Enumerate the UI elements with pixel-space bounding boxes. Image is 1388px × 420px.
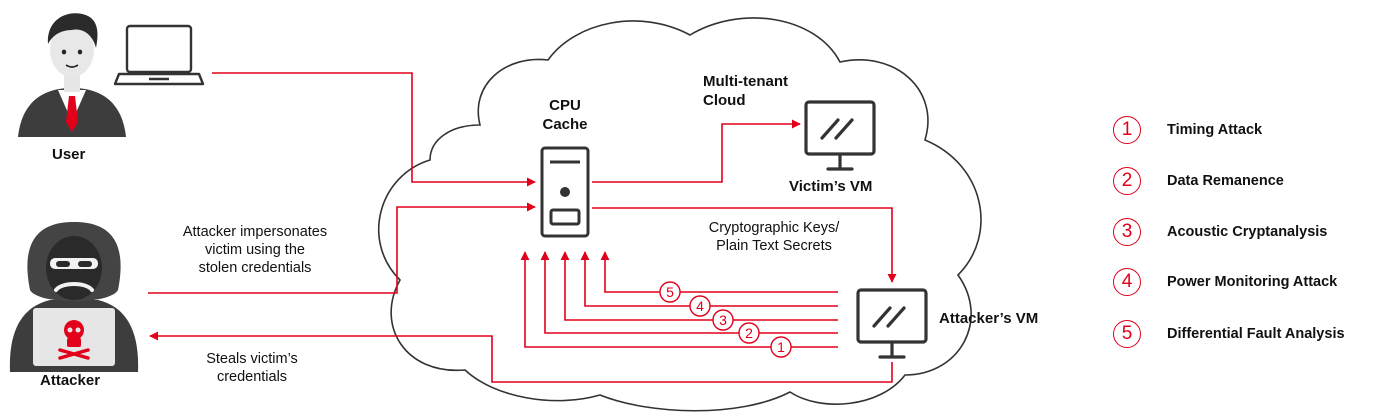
legend-number-5: 5 [1113,320,1141,348]
impersonates-line-1: Attacker impersonates [182,224,328,240]
channel-badge-3: 3 [719,312,727,328]
crypto-keys-label: Cryptographic Keys/ Plain Text Secrets [690,219,858,255]
impersonates-label: Attacker impersonates victim using the s… [160,223,350,277]
legend-label-1: Timing Attack [1167,122,1263,138]
channel-badge-1: 1 [777,339,785,355]
cpu-cache-label: CPU Cache [534,96,596,134]
cpu-server-icon [540,146,590,238]
impersonates-line-3: stolen credentials [198,260,312,276]
legend-number-3: 3 [1113,218,1141,246]
impersonates-line-2: victim using the [205,242,305,258]
user-label: User [52,146,86,163]
user-to-cpu-arrow [212,72,536,187]
channel-badge-4: 4 [696,298,704,314]
steal-credentials-arrow [149,331,893,383]
steals-line-2: credentials [216,369,288,385]
crypto-keys-line-2: Plain Text Secrets [716,238,832,254]
channel-3-line [560,251,838,321]
legend-number-4: 4 [1113,268,1141,296]
multi-tenant-cloud-line-1: Multi-tenant [703,73,788,90]
legend-label-3: Acoustic Cryptanalysis [1167,224,1328,240]
crypto-keys-line-1: Cryptographic Keys/ [708,220,840,236]
legend-item-2: 2 Data Remanence [1113,164,1284,198]
impersonation-arrow [148,202,536,294]
channel-badge-5: 5 [666,284,674,300]
legend-item-4: 4 Power Monitoring Attack [1113,265,1337,299]
legend-label-2: Data Remanence [1167,173,1284,189]
steals-label: Steals victim’s credentials [182,350,322,386]
legend-number-2: 2 [1113,167,1141,195]
legend-number-1: 1 [1113,116,1141,144]
channel-5-line [600,251,838,293]
multi-tenant-cloud-line-2: Cloud [703,92,746,109]
laptop-icon [113,24,205,86]
cloud-outline [377,17,982,412]
channel-badge-2: 2 [745,325,753,341]
attacker-icon [9,222,139,372]
victims-vm-label: Victim’s VM [789,178,873,195]
attacker-label: Attacker [40,372,101,389]
legend-item-3: 3 Acoustic Cryptanalysis [1113,215,1327,249]
legend-label-5: Differential Fault Analysis [1167,326,1345,342]
legend-item-1: 1 Timing Attack [1113,113,1262,147]
multi-tenant-cloud-label: Multi-tenant Cloud [703,72,788,110]
victim-vm-monitor-icon [804,100,876,171]
cpu-to-victim-vm-arrow [592,119,801,183]
attackers-vm-label: Attacker’s VM [939,310,1039,327]
legend-item-5: 5 Differential Fault Analysis [1113,317,1345,351]
user-icon [18,13,126,137]
cpu-to-attacker-vm-arrow [592,207,897,283]
cpu-cache-label-line-1: CPU [549,97,581,114]
steals-line-1: Steals victim’s [206,351,298,367]
cpu-cache-label-line-2: Cache [542,116,588,133]
channel-badges: 5 4 3 2 1 [659,281,792,358]
legend-label-4: Power Monitoring Attack [1167,274,1338,290]
attacker-vm-monitor-icon [856,288,928,359]
channel-4-line [580,251,838,307]
channel-1-line [520,251,838,348]
